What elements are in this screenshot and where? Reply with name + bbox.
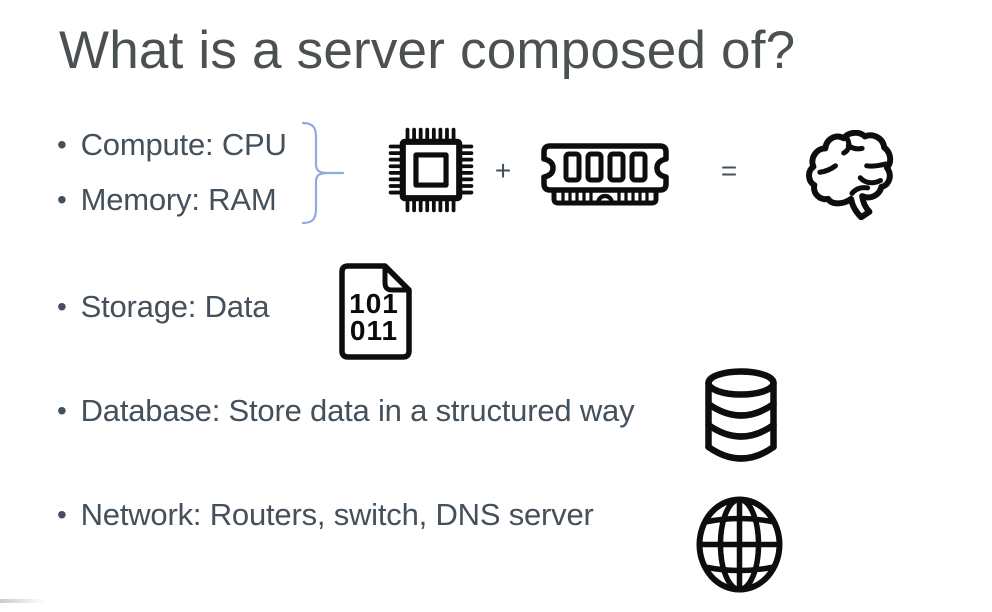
plus-sign: + bbox=[494, 155, 512, 186]
bullet-dot: • bbox=[57, 184, 67, 215]
equals-sign: = bbox=[720, 155, 738, 186]
bullet-item-database: • Database: Store data in a structured w… bbox=[57, 392, 635, 430]
bullet-label-network: Network: Routers, switch, DNS server bbox=[80, 497, 594, 532]
database-icon bbox=[705, 368, 777, 462]
globe-icon bbox=[696, 496, 783, 593]
bullet-item-memory: • Memory: RAM bbox=[57, 181, 277, 219]
bullet-label-storage: Storage: Data bbox=[80, 289, 270, 324]
bullet-label-compute: Compute: CPU bbox=[80, 127, 287, 162]
cpu-chip-icon bbox=[388, 127, 474, 213]
bullet-dot: • bbox=[57, 395, 67, 426]
binary-line-1: 101 bbox=[349, 288, 399, 319]
bullet-dot: • bbox=[57, 291, 67, 322]
bullet-dot: • bbox=[57, 129, 67, 160]
bullet-item-compute: • Compute: CPU bbox=[57, 126, 287, 164]
bullet-label-database: Database: Store data in a structured way bbox=[80, 393, 635, 428]
binary-file-icon bbox=[339, 263, 412, 360]
brain-icon bbox=[806, 130, 894, 220]
binary-file-text: 101 011 bbox=[342, 288, 406, 346]
bullet-item-storage: • Storage: Data bbox=[57, 288, 269, 326]
page-title: What is a server composed of? bbox=[59, 21, 796, 80]
bottom-edge-shadow bbox=[0, 599, 46, 603]
grouping-brace bbox=[301, 121, 345, 225]
ram-stick-icon bbox=[541, 143, 669, 206]
binary-line-2: 011 bbox=[349, 315, 399, 346]
bullet-dot: • bbox=[57, 499, 67, 530]
bullet-label-memory: Memory: RAM bbox=[80, 182, 277, 217]
bullet-item-network: • Network: Routers, switch, DNS server bbox=[57, 496, 594, 534]
